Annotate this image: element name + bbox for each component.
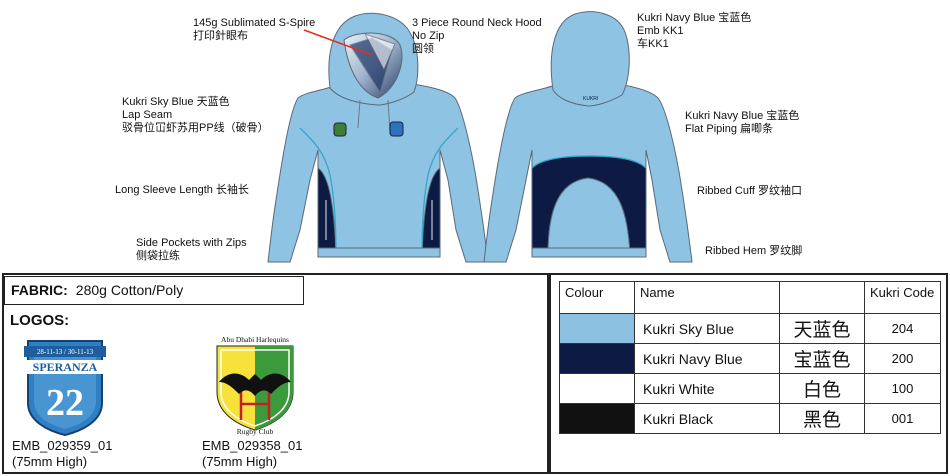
harlequins-crest: Abu Dhabi Harlequins Rugby Club bbox=[216, 335, 294, 436]
callout-line: Kukri Navy Blue 宝蓝色 bbox=[637, 12, 752, 24]
crest-top-text: Abu Dhabi Harlequins bbox=[221, 335, 289, 344]
logo-caption-1: EMB_029359_01 (75mm High) bbox=[12, 438, 112, 470]
colour-table: Colour Name Kukri Code Kukri Sky Blue 天蓝… bbox=[559, 281, 941, 434]
callout-line: 3 Piece Round Neck Hood bbox=[412, 17, 542, 29]
callout-navy-emb: Kukri Navy Blue 宝蓝色 Emb KK1 车KK1 bbox=[637, 12, 751, 51]
colour-chinese: 白色 bbox=[779, 373, 865, 404]
callout-line: Ribbed Hem 罗纹脚 bbox=[705, 245, 803, 257]
colour-swatch bbox=[559, 313, 635, 344]
colour-name: Kukri Black bbox=[634, 403, 780, 434]
callout-pockets: Side Pockets with Zips 侧袋拉练 bbox=[136, 237, 247, 263]
header-colour: Colour bbox=[559, 281, 635, 314]
header-blank bbox=[779, 281, 865, 314]
garment-drawing: KUKRI bbox=[267, 11, 693, 263]
badge-name-text: SPERANZA bbox=[33, 360, 98, 374]
callout-line: Lap Seam bbox=[122, 109, 173, 121]
callout-line: Long Sleeve Length 长袖长 bbox=[115, 184, 249, 196]
colour-name: Kukri White bbox=[634, 373, 780, 404]
header-name: Name bbox=[634, 281, 780, 314]
callout-line: Kukri Navy Blue 宝蓝色 bbox=[685, 110, 800, 122]
callout-sleeve: Long Sleeve Length 长袖长 bbox=[115, 184, 249, 197]
logo-code: EMB_029359_01 bbox=[12, 438, 113, 453]
table-row: Kukri Sky Blue 天蓝色 204 bbox=[559, 313, 941, 344]
bottom-left-panel bbox=[2, 273, 549, 474]
callout-line: 打印針眼布 bbox=[193, 30, 248, 42]
colour-code: 200 bbox=[864, 343, 941, 374]
logo-size: (75mm High) bbox=[202, 454, 278, 469]
logo-caption-2: EMB_029358_01 (75mm High) bbox=[202, 438, 302, 470]
logos-title: LOGOS: bbox=[10, 312, 70, 329]
callout-line: Ribbed Cuff 罗纹袖口 bbox=[697, 185, 802, 197]
fabric-label: FABRIC: bbox=[11, 282, 68, 298]
callout-line: 145g Sublimated S-Spire bbox=[193, 17, 316, 29]
callout-line: Flat Piping 扁唧条 bbox=[685, 123, 774, 135]
callout-hem: Ribbed Hem 罗纹脚 bbox=[705, 245, 802, 258]
colour-swatch bbox=[559, 403, 635, 434]
logo-code: EMB_029358_01 bbox=[202, 438, 303, 453]
colour-swatch bbox=[559, 343, 635, 374]
callout-line: Side Pockets with Zips bbox=[136, 237, 247, 249]
badge-number-text: 22 bbox=[46, 382, 84, 424]
callout-cuff: Ribbed Cuff 罗纹袖口 bbox=[697, 185, 802, 198]
svg-text:KUKRI: KUKRI bbox=[583, 96, 598, 102]
callout-line: 侧袋拉练 bbox=[136, 250, 180, 262]
crest-bottom-text: Rugby Club bbox=[237, 427, 274, 436]
callout-navy-piping: Kukri Navy Blue 宝蓝色 Flat Piping 扁唧条 bbox=[685, 110, 799, 136]
callout-hood: 3 Piece Round Neck Hood No Zip 圆领 bbox=[412, 17, 542, 56]
callout-line: No Zip bbox=[412, 30, 445, 42]
colour-chinese: 宝蓝色 bbox=[779, 343, 865, 374]
table-row: Kukri Navy Blue 宝蓝色 200 bbox=[559, 343, 941, 374]
callout-line: 圆领 bbox=[412, 43, 434, 55]
callout-line: 驳骨位冚虾苏用PP线（破骨） bbox=[122, 122, 269, 134]
colour-swatch bbox=[559, 373, 635, 404]
colour-name: Kukri Navy Blue bbox=[634, 343, 780, 374]
fabric-box: FABRIC: 280g Cotton/Poly bbox=[4, 276, 304, 305]
fabric-value: 280g Cotton/Poly bbox=[75, 282, 184, 298]
colour-chinese: 天蓝色 bbox=[779, 313, 865, 344]
bottom-right-panel bbox=[549, 273, 948, 474]
speranza-badge: 28-11-13 / 30-11-13 SPERANZA 22 bbox=[22, 340, 108, 436]
colour-name: Kukri Sky Blue bbox=[634, 313, 780, 344]
table-row: Kukri Black 黑色 001 bbox=[559, 403, 941, 434]
logo-size: (75mm High) bbox=[12, 454, 88, 469]
table-row: Kukri White 白色 100 bbox=[559, 373, 941, 404]
colour-code: 204 bbox=[864, 313, 941, 344]
colour-code: 001 bbox=[864, 403, 941, 434]
colour-chinese: 黑色 bbox=[779, 403, 865, 434]
callout-sky-lap: Kukri Sky Blue 天蓝色 Lap Seam 驳骨位冚虾苏用PP线（破… bbox=[122, 96, 269, 135]
colour-table-header: Colour Name Kukri Code bbox=[559, 281, 941, 314]
callout-line: 车KK1 bbox=[637, 38, 669, 50]
hoodie-back: KUKRI bbox=[483, 11, 693, 263]
callout-line: Emb KK1 bbox=[637, 25, 684, 37]
badge-top-text: 28-11-13 / 30-11-13 bbox=[37, 348, 94, 356]
callout-arrow bbox=[303, 29, 373, 56]
callout-sublimated: 145g Sublimated S-Spire 打印針眼布 bbox=[193, 17, 315, 43]
header-kukri-code: Kukri Code bbox=[864, 281, 941, 314]
colour-code: 100 bbox=[864, 373, 941, 404]
callout-line: Kukri Sky Blue 天蓝色 bbox=[122, 96, 230, 108]
